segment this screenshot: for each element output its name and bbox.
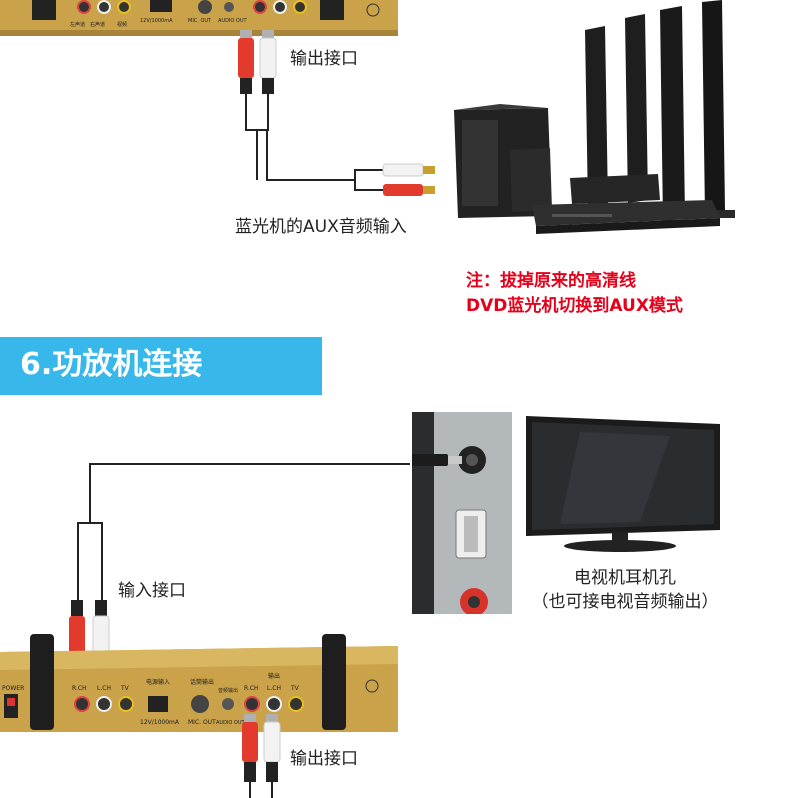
panel-label: MIC. OUT [188,18,212,24]
section-header-bar [0,337,322,395]
top-device-panel: 左声道 右声道 视频 12V/1000mA MIC. OUT AUDIO OUT [0,0,398,36]
panel-label: POWER [2,685,24,692]
panel-label: 输出 [268,672,280,680]
tv-caption-line2: （也可接电视音频输出） [531,592,719,612]
panel-label: AUDIO OUT [216,720,246,726]
panel-label: 电源输入 [146,678,170,686]
tv-headphone-jack-photo [412,412,512,614]
panel-label: 右声道 [90,21,105,28]
bottom-output-plugs [242,714,281,798]
section-title: 6.功放机连接 [20,347,203,382]
panel-label: 话筒输出 [190,678,214,686]
tv-image [526,416,720,552]
panel-label: 音频输出 [218,687,238,694]
panel-label: TV [120,685,130,692]
panel-label: AUDIO OUT [218,18,248,24]
panel-label: 12V/1000mA [140,719,180,726]
bluray-aux-label: 蓝光机的AUX音频输入 [235,217,407,237]
panel-label: TV [290,685,300,692]
top-output-cable [238,30,277,180]
panel-label: 左声道 [70,21,85,28]
bottom-cable-path [77,463,410,605]
note-line2: DVD蓝光机切换到AUX模式 [466,296,683,316]
panel-label: 12V/1000mA [140,18,173,24]
panel-label: L.CH [267,685,281,692]
panel-label: R.CH [244,685,259,692]
bottom-device-panel: R.CH L.CH TV 电源输入 话筒输出 音频输出 R.CH L.CH TV… [0,634,398,732]
panel-label: R.CH [72,685,87,692]
top-output-port-label: 输出接口 [290,49,358,69]
home-theater-image [454,0,735,234]
panel-label: 视频 [117,21,127,28]
tv-caption-line1: 电视机耳机孔 [574,568,676,588]
note-line1: 注：拔掉原来的高清线 [466,271,636,291]
input-port-label: 输入接口 [118,581,186,601]
panel-label: L.CH [97,685,111,692]
panel-label: MIC. OUT [188,719,216,726]
top-cable-path [266,130,435,196]
bottom-output-port-label: 输出接口 [290,749,358,769]
